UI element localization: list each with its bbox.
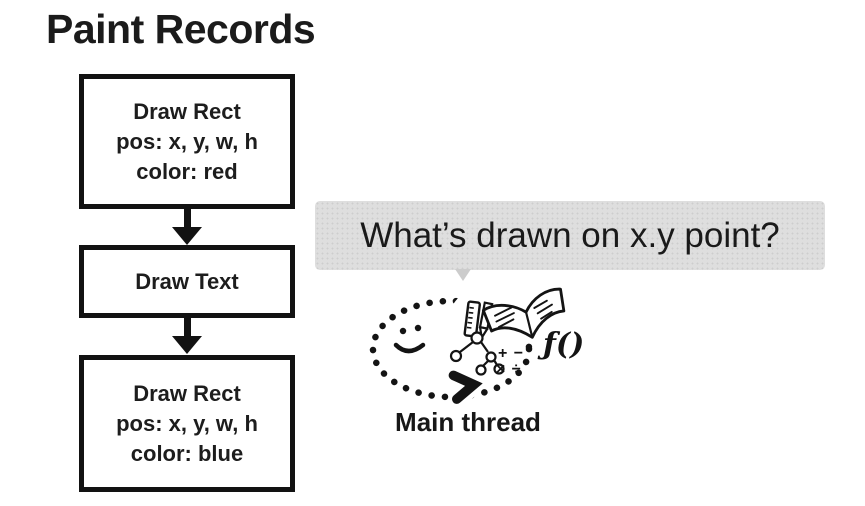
flow-box-draw-rect-blue: Draw Rect pos: x, y, w, h color: blue <box>79 355 295 492</box>
ruler-icon <box>463 300 481 338</box>
svg-text:× ÷: × ÷ <box>496 361 522 378</box>
speech-bubble-tail <box>455 269 471 281</box>
svg-text:+ −: + − <box>498 345 524 362</box>
page-title: Paint Records <box>46 6 316 52</box>
smiley-face-icon <box>393 324 426 354</box>
flow-box-line: Draw Text <box>135 268 239 294</box>
flow-box-line: Draw Rect <box>133 380 241 406</box>
speech-bubble-text: What’s drawn on x.y point? <box>360 215 780 255</box>
arrow-head <box>172 227 202 245</box>
dotted-ellipse <box>369 297 533 401</box>
math-symbols-icon: + − × ÷ <box>496 345 524 378</box>
flow-box-line: color: red <box>136 158 238 184</box>
arrow-head <box>172 336 202 354</box>
flow-box-line: color: blue <box>130 440 244 466</box>
chevron-arrow-icon <box>448 370 483 404</box>
arrow-stem <box>183 317 191 336</box>
function-notation-icon: ƒ() <box>537 327 584 362</box>
flow-box-draw-rect-red: Draw Rect pos: x, y, w, h color: red <box>79 74 295 209</box>
arrow-stem <box>183 208 191 227</box>
flow-box-line: pos: x, y, w, h <box>116 410 258 436</box>
flow-arrow-down-icon <box>172 317 202 354</box>
flow-box-line: pos: x, y, w, h <box>116 128 258 154</box>
main-thread-label: Main thread <box>395 407 541 437</box>
main-thread-doodle: + − × ÷ ƒ() <box>369 286 584 404</box>
flow-box-line: Draw Rect <box>133 98 241 124</box>
flow-box-draw-text: Draw Text <box>79 245 295 318</box>
flow-arrow-down-icon <box>172 208 202 245</box>
open-book-icon <box>481 287 566 339</box>
speech-bubble: What’s drawn on x.y point? <box>315 201 825 281</box>
tree-graph-icon <box>449 331 505 376</box>
